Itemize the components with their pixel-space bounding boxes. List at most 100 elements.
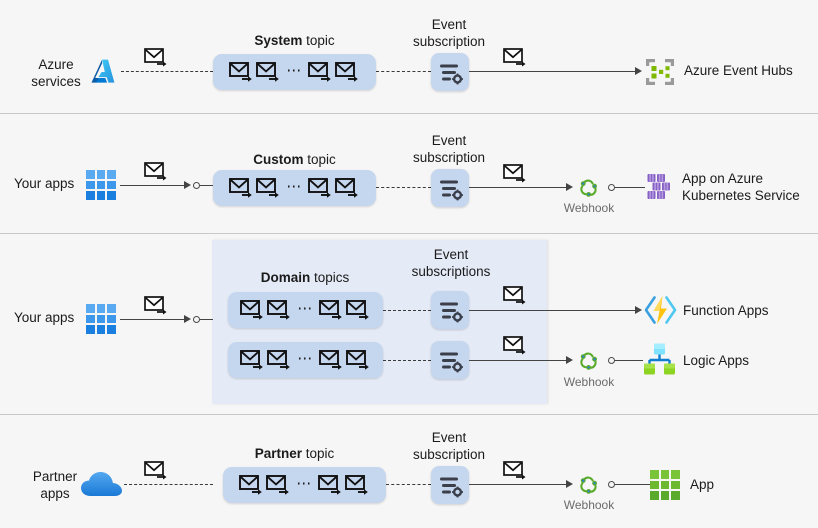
topic-title-bold: Partner bbox=[254, 446, 302, 461]
function-apps-icon bbox=[643, 294, 677, 326]
topic-envelope-icon-4 bbox=[345, 349, 369, 370]
arrowhead-to-webhook bbox=[566, 183, 573, 191]
source-label-line2: services bbox=[31, 74, 81, 89]
delivery-envelope-icon-2 bbox=[503, 336, 527, 356]
topic-title-bold: Domain bbox=[260, 270, 311, 285]
azure-logo-icon bbox=[86, 56, 119, 89]
row-custom-topic: Your apps Custom topic bbox=[0, 114, 818, 233]
topic-envelope-icon-1 bbox=[239, 474, 263, 495]
event-subscription-chip-domain-1[interactable] bbox=[431, 291, 469, 329]
subscription-label-line1: Event bbox=[431, 430, 467, 445]
topic-box-domain-1[interactable]: ⋯ bbox=[228, 292, 383, 328]
app-grid-green-icon bbox=[650, 470, 680, 500]
topic-envelope-icon-2 bbox=[267, 349, 291, 370]
connector-source-to-topic bbox=[121, 71, 213, 72]
endpoint-circle bbox=[193, 182, 200, 189]
app-grid-blue-icon bbox=[86, 304, 116, 334]
handler-label-app: App bbox=[690, 477, 715, 492]
webhook-icon bbox=[576, 471, 602, 497]
subscription-label-custom: Event subscription bbox=[403, 132, 495, 166]
subscription-label-line2: subscriptions bbox=[411, 264, 491, 279]
row-separator-2 bbox=[0, 233, 818, 234]
connector-topic-to-subscription bbox=[376, 187, 431, 188]
connector-topic2-to-subscription bbox=[383, 360, 431, 361]
source-label-partner-apps: Partner apps bbox=[20, 468, 90, 502]
webhook-icon bbox=[576, 174, 602, 200]
event-envelope-icon-in-transit bbox=[144, 461, 168, 481]
delivery-envelope-icon-1 bbox=[503, 286, 527, 306]
webhook-label: Webhook bbox=[563, 498, 615, 512]
app-grid-blue-icon bbox=[86, 170, 116, 200]
webhook-label: Webhook bbox=[563, 201, 615, 215]
topic-envelope-icon-1 bbox=[229, 177, 253, 198]
topic-envelope-icon-4 bbox=[334, 177, 358, 198]
topic-title-rest: topic bbox=[302, 446, 335, 461]
connector-webhook-to-app bbox=[615, 484, 650, 485]
connector-topic-to-subscription bbox=[376, 71, 431, 72]
event-envelope-icon-in-transit bbox=[144, 48, 168, 68]
topic-title-bold: Custom bbox=[253, 152, 304, 167]
subscription-label-line1: Event bbox=[431, 133, 467, 148]
topic-ellipsis: ⋯ bbox=[297, 300, 314, 317]
connector-subscription-to-function-apps bbox=[469, 310, 635, 311]
topic-title-domain: Domain topics bbox=[230, 270, 380, 286]
connector-subscription-to-webhook bbox=[469, 360, 567, 361]
filter-gear-icon bbox=[440, 352, 463, 373]
row-partner-topic: Partner apps Partner topic bbox=[0, 415, 818, 528]
event-subscription-chip-system[interactable] bbox=[431, 53, 469, 91]
webhook-endpoint-circle bbox=[608, 184, 615, 191]
topic-box-system[interactable]: ⋯ bbox=[213, 54, 376, 90]
topic-ellipsis: ⋯ bbox=[286, 178, 303, 195]
arrowhead-to-endpoint bbox=[184, 181, 191, 189]
source-label-line1: Azure bbox=[38, 57, 74, 72]
topic-envelope-icon-2 bbox=[256, 177, 280, 198]
topic-envelope-icon-4 bbox=[334, 61, 358, 82]
source-label-azure-services: Azure services bbox=[22, 56, 90, 90]
topic-title-rest: topic bbox=[302, 33, 335, 48]
arrowhead-to-endpoint bbox=[184, 315, 191, 323]
row-separator-1 bbox=[0, 113, 818, 114]
logic-apps-icon bbox=[642, 342, 676, 376]
topic-envelope-icon-3 bbox=[317, 474, 341, 495]
topic-title-rest: topics bbox=[310, 270, 350, 285]
aks-icon bbox=[645, 171, 677, 203]
topic-envelope-icon-3 bbox=[318, 349, 342, 370]
connector-endpoint-to-topic bbox=[200, 185, 213, 186]
event-subscription-chip-partner[interactable] bbox=[431, 466, 469, 504]
webhook-icon bbox=[576, 347, 602, 373]
subscription-label-system: Event subscription bbox=[403, 16, 495, 50]
topic-box-partner[interactable]: ⋯ bbox=[223, 467, 386, 503]
row-domain-topics: Your apps Domain topics Event subscripti… bbox=[0, 234, 818, 414]
filter-gear-icon bbox=[440, 64, 463, 85]
subscription-label-line1: Event bbox=[433, 247, 469, 262]
handler-label-line2: Kubernetes Service bbox=[682, 188, 800, 203]
webhook-endpoint-circle bbox=[608, 357, 615, 364]
connector-subscription-to-webhook bbox=[469, 187, 567, 188]
connector-topic-to-subscription bbox=[386, 484, 431, 485]
connector-webhook-to-logic-apps bbox=[615, 360, 643, 361]
subscription-label-line2: subscription bbox=[412, 447, 486, 462]
event-subscription-chip-custom[interactable] bbox=[431, 169, 469, 207]
topic-envelope-icon-3 bbox=[318, 299, 342, 320]
row-separator-3 bbox=[0, 414, 818, 415]
cloud-icon bbox=[80, 470, 124, 500]
webhook-label: Webhook bbox=[563, 375, 615, 389]
source-label-line2: apps bbox=[40, 486, 70, 501]
topic-title-bold: System bbox=[254, 33, 303, 48]
event-subscription-chip-domain-2[interactable] bbox=[431, 341, 469, 379]
topic-box-domain-2[interactable]: ⋯ bbox=[228, 342, 383, 378]
delivery-envelope-icon bbox=[503, 164, 527, 184]
filter-gear-icon bbox=[440, 477, 463, 498]
topic-envelope-icon-1 bbox=[229, 61, 253, 82]
subscription-label-partner: Event subscription bbox=[403, 429, 495, 463]
topic-envelope-icon-1 bbox=[240, 349, 264, 370]
source-label-line1: Partner bbox=[32, 469, 78, 484]
source-label-your-apps-custom: Your apps bbox=[14, 176, 75, 191]
topic-box-custom[interactable]: ⋯ bbox=[213, 170, 376, 206]
handler-label-logic-apps: Logic Apps bbox=[683, 353, 750, 368]
connector-source-to-endpoint bbox=[120, 185, 185, 186]
subscription-label-line2: subscription bbox=[412, 150, 486, 165]
filter-gear-icon bbox=[440, 180, 463, 201]
source-label-your-apps-domain: Your apps bbox=[14, 310, 75, 325]
